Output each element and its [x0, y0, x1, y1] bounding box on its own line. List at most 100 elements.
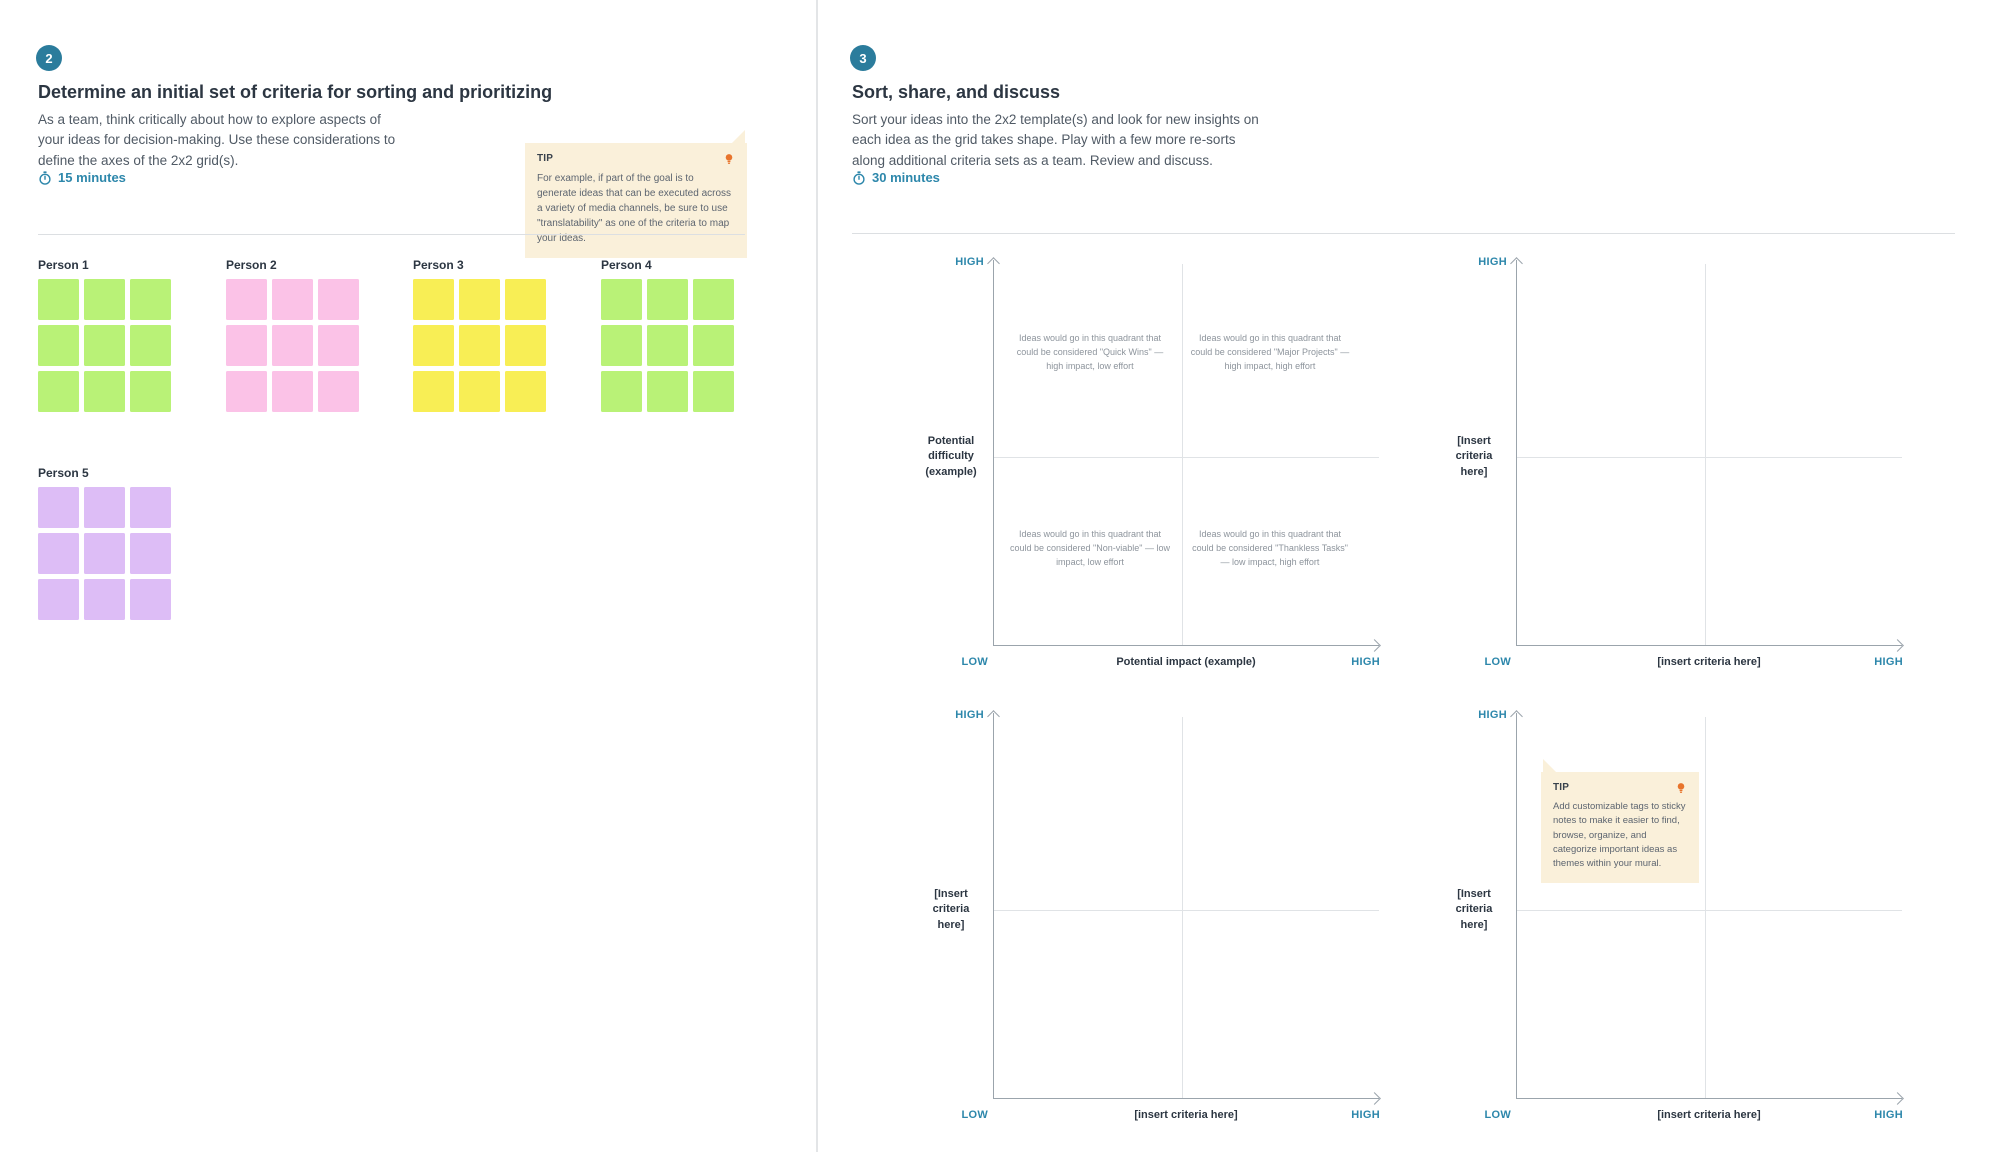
sticky-note[interactable] — [272, 279, 313, 320]
sticky-note[interactable] — [647, 371, 688, 412]
sticky-note[interactable] — [38, 579, 79, 620]
sticky-note[interactable] — [601, 371, 642, 412]
arrow-right-icon — [1368, 639, 1381, 652]
person-group: Person 4 — [601, 258, 734, 412]
person-label: Person 2 — [226, 258, 277, 272]
section-description: As a team, think critically about how to… — [38, 112, 396, 168]
sticky-note[interactable] — [226, 325, 267, 366]
sticky-note[interactable] — [459, 371, 500, 412]
sticky-note[interactable] — [505, 279, 546, 320]
arrow-up-icon — [986, 710, 1000, 723]
horizontal-midline — [994, 457, 1379, 458]
step-badge: 3 — [850, 45, 876, 71]
sticky-note[interactable] — [38, 325, 79, 366]
sticky-note[interactable] — [84, 325, 125, 366]
divider — [38, 234, 745, 235]
sticky-note[interactable] — [413, 371, 454, 412]
sticky-note[interactable] — [272, 325, 313, 366]
sticky-note[interactable] — [38, 487, 79, 528]
sticky-note[interactable] — [130, 325, 171, 366]
sticky-note[interactable] — [130, 371, 171, 412]
arrow-right-icon — [1891, 639, 1904, 652]
sticky-note[interactable] — [601, 325, 642, 366]
sticky-note[interactable] — [601, 279, 642, 320]
person-label: Person 4 — [601, 258, 652, 272]
sticky-note[interactable] — [505, 371, 546, 412]
section-title: Determine an initial set of criteria for… — [38, 82, 553, 102]
tip-box: TIP Add customizable tags to sticky note… — [1541, 759, 1699, 884]
sticky-note[interactable] — [413, 279, 454, 320]
sticky-note[interactable] — [38, 533, 79, 574]
arrow-up-icon — [1509, 257, 1523, 270]
y-axis-label-placeholder[interactable]: [Insert criteria here] — [1455, 888, 1493, 931]
x-axis — [1516, 1098, 1902, 1099]
x-axis-label: Potential impact (example) — [1116, 656, 1256, 668]
y-axis — [1516, 713, 1517, 1098]
duration-label: 15 minutes — [58, 170, 126, 185]
y-axis-label: Potential difficulty (example) — [925, 435, 977, 478]
sticky-note[interactable] — [647, 279, 688, 320]
sticky-grid — [413, 279, 546, 412]
horizontal-midline — [1517, 457, 1902, 458]
high-label-right: HIGH — [1874, 656, 1903, 668]
sticky-note[interactable] — [318, 279, 359, 320]
person-label: Person 1 — [38, 258, 89, 272]
sticky-note[interactable] — [505, 325, 546, 366]
sticky-note[interactable] — [130, 533, 171, 574]
x-axis-label-placeholder[interactable]: [insert criteria here] — [1657, 1109, 1761, 1121]
quadrant-grid-2: HIGH [Insert criteria here] LOW [insert … — [1441, 252, 2000, 702]
person-group: Person 2 — [226, 258, 359, 412]
duration: 15 minutes — [38, 170, 126, 185]
person-group: Person 1 — [38, 258, 171, 412]
sticky-note[interactable] — [130, 579, 171, 620]
x-axis — [993, 1098, 1379, 1099]
sticky-note[interactable] — [693, 325, 734, 366]
sticky-note[interactable] — [84, 579, 125, 620]
sticky-note[interactable] — [84, 279, 125, 320]
sticky-note[interactable] — [693, 279, 734, 320]
sticky-note[interactable] — [130, 487, 171, 528]
high-label-top: HIGH — [955, 256, 984, 268]
vertical-midline — [1182, 717, 1183, 1098]
y-axis — [1516, 260, 1517, 645]
low-label: LOW — [1484, 656, 1511, 668]
x-axis — [993, 645, 1379, 646]
x-axis-label-placeholder[interactable]: [insert criteria here] — [1134, 1109, 1238, 1121]
y-axis-label-placeholder[interactable]: [Insert criteria here] — [932, 888, 970, 931]
y-axis-label-placeholder[interactable]: [Insert criteria here] — [1455, 435, 1493, 478]
sticky-note[interactable] — [84, 371, 125, 412]
sticky-note[interactable] — [84, 533, 125, 574]
vertical-midline — [1182, 264, 1183, 645]
sticky-note[interactable] — [413, 325, 454, 366]
section-divider-vertical — [816, 0, 818, 1152]
sticky-grid — [226, 279, 359, 412]
person-group: Person 5 — [38, 466, 171, 620]
sticky-note[interactable] — [647, 325, 688, 366]
step-number: 2 — [45, 50, 53, 66]
sticky-note[interactable] — [459, 279, 500, 320]
sticky-note[interactable] — [459, 325, 500, 366]
y-axis — [993, 260, 994, 645]
sticky-note[interactable] — [318, 371, 359, 412]
sticky-note[interactable] — [226, 279, 267, 320]
duration: 30 minutes — [852, 170, 940, 185]
vertical-midline — [1705, 264, 1706, 645]
arrow-up-icon — [986, 257, 1000, 270]
sticky-note[interactable] — [226, 371, 267, 412]
sticky-note[interactable] — [272, 371, 313, 412]
person-label: Person 5 — [38, 466, 89, 480]
section-title: Sort, share, and discuss — [852, 82, 1061, 102]
sticky-note[interactable] — [84, 487, 125, 528]
arrow-right-icon — [1891, 1092, 1904, 1105]
sticky-note[interactable] — [318, 325, 359, 366]
horizontal-midline — [994, 910, 1379, 911]
sticky-note[interactable] — [38, 279, 79, 320]
sticky-note[interactable] — [693, 371, 734, 412]
sticky-note[interactable] — [38, 371, 79, 412]
sticky-grid — [601, 279, 734, 412]
sticky-note[interactable] — [130, 279, 171, 320]
quadrant-note: Ideas would go in this quadrant that cou… — [1010, 529, 1170, 567]
quadrant-grid-1: HIGH Potential difficulty (example) LOW … — [918, 252, 1498, 702]
x-axis-label-placeholder[interactable]: [insert criteria here] — [1657, 656, 1761, 668]
